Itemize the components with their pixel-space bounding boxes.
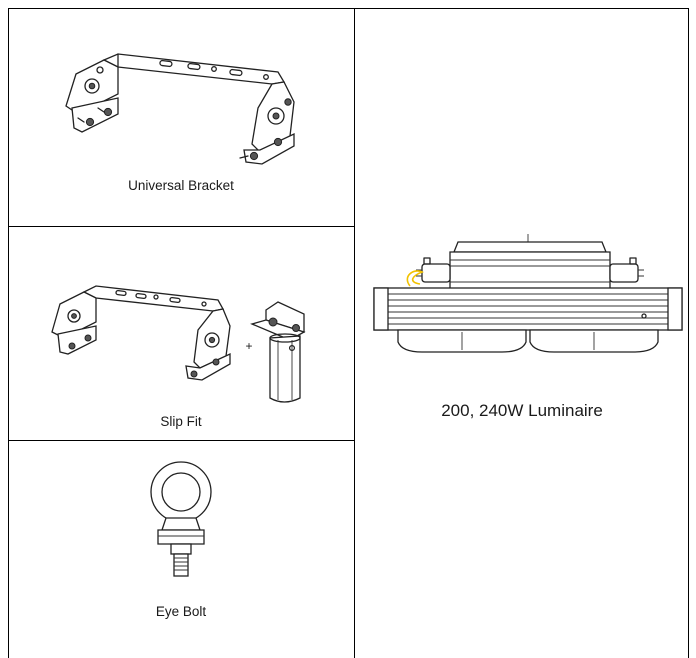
universal-bracket-drawing: [65, 53, 295, 165]
luminaire-label: 200, 240W Luminaire: [441, 401, 603, 420]
column-divider: [354, 8, 355, 658]
slip-fit-label: Slip Fit: [160, 414, 202, 429]
universal-bracket-label: Universal Bracket: [128, 178, 234, 193]
row-divider-2: [8, 440, 355, 441]
plus-sign: +: [245, 339, 253, 353]
eye-bolt-drawing: [150, 461, 212, 577]
eye-bolt-label: Eye Bolt: [155, 604, 207, 619]
slip-fit-bracket-drawing: [51, 285, 306, 403]
spec-table: [8, 8, 689, 658]
luminaire-drawing: [373, 234, 683, 353]
row-divider-1: [8, 226, 355, 227]
